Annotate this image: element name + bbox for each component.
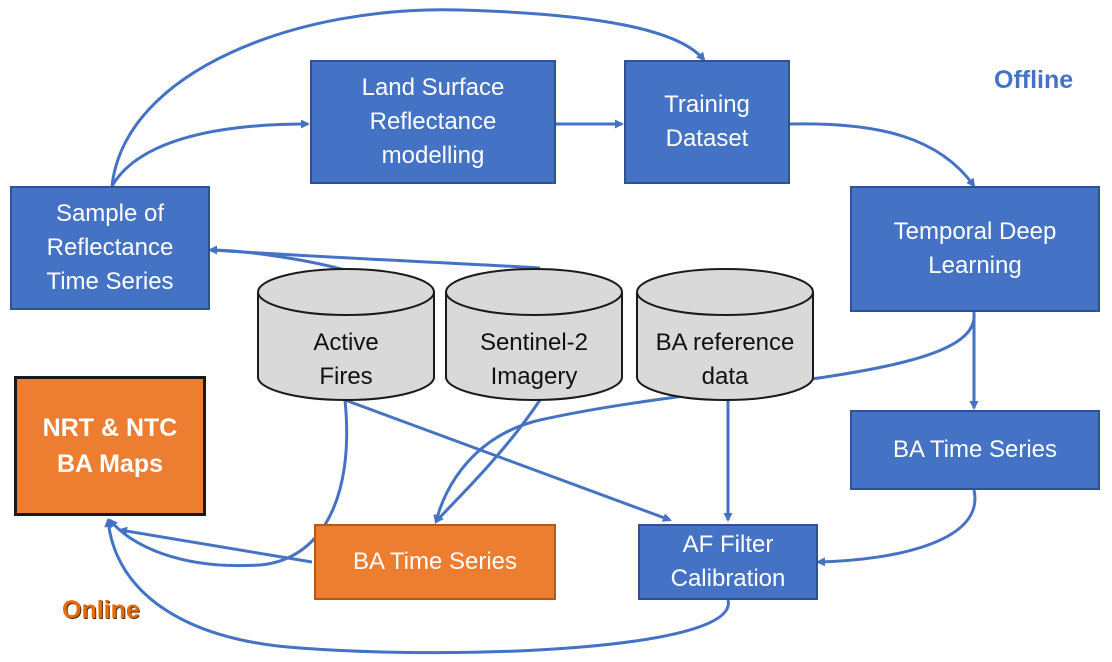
node-land-surface-reflectance-modelling: Land Surface Reflectance modelling: [310, 60, 556, 184]
node-ba-time-series-offline: BA Time Series: [850, 410, 1100, 490]
datastore-label-active-fires: Active Fires: [313, 329, 379, 390]
node-af-filter-calibration: AF Filter Calibration: [638, 524, 818, 600]
datastore-ba-reference: [636, 268, 814, 401]
node-sample-reflectance-time-series: Sample of Reflectance Time Series: [10, 186, 210, 310]
datastore-active-fires: [257, 268, 435, 401]
edge-activefires-to-nrtmaps: [108, 399, 349, 568]
edge-sentinel-to-sample: [211, 248, 541, 270]
datastore-sentinel2: [445, 268, 623, 401]
node-temporal-deep-learning: Temporal Deep Learning: [850, 186, 1100, 312]
edge-affilter-to-nrtmaps: [104, 518, 730, 655]
mode-label-online: Online: [62, 596, 140, 624]
edge-activefires-to-affilter: [344, 398, 672, 522]
datastore-label-ba-reference: BA reference data: [655, 329, 795, 390]
mode-label-offline: Offline: [994, 66, 1074, 94]
node-nrt-ntc-ba-maps: NRT & NTC BA Maps: [14, 376, 206, 516]
edge-deeplearning-to-online-batimeseries: [433, 313, 976, 524]
node-ba-time-series-online: BA Time Series: [314, 524, 556, 600]
edge-sentinel-to-online-batimeseries: [434, 399, 542, 524]
edge-sample-to-training: [110, 8, 706, 187]
node-training-dataset: Training Dataset: [624, 60, 790, 184]
datastore-label-sentinel2: Sentinel-2 Imagery: [479, 329, 589, 390]
edge-sample-to-landsurface: [110, 119, 310, 187]
edge-online-batimeseries-to-nrtmaps: [118, 526, 313, 564]
edge-offline-batimeseries-to-affilter: [816, 489, 977, 567]
edge-training-to-deeplearning: [789, 122, 976, 188]
